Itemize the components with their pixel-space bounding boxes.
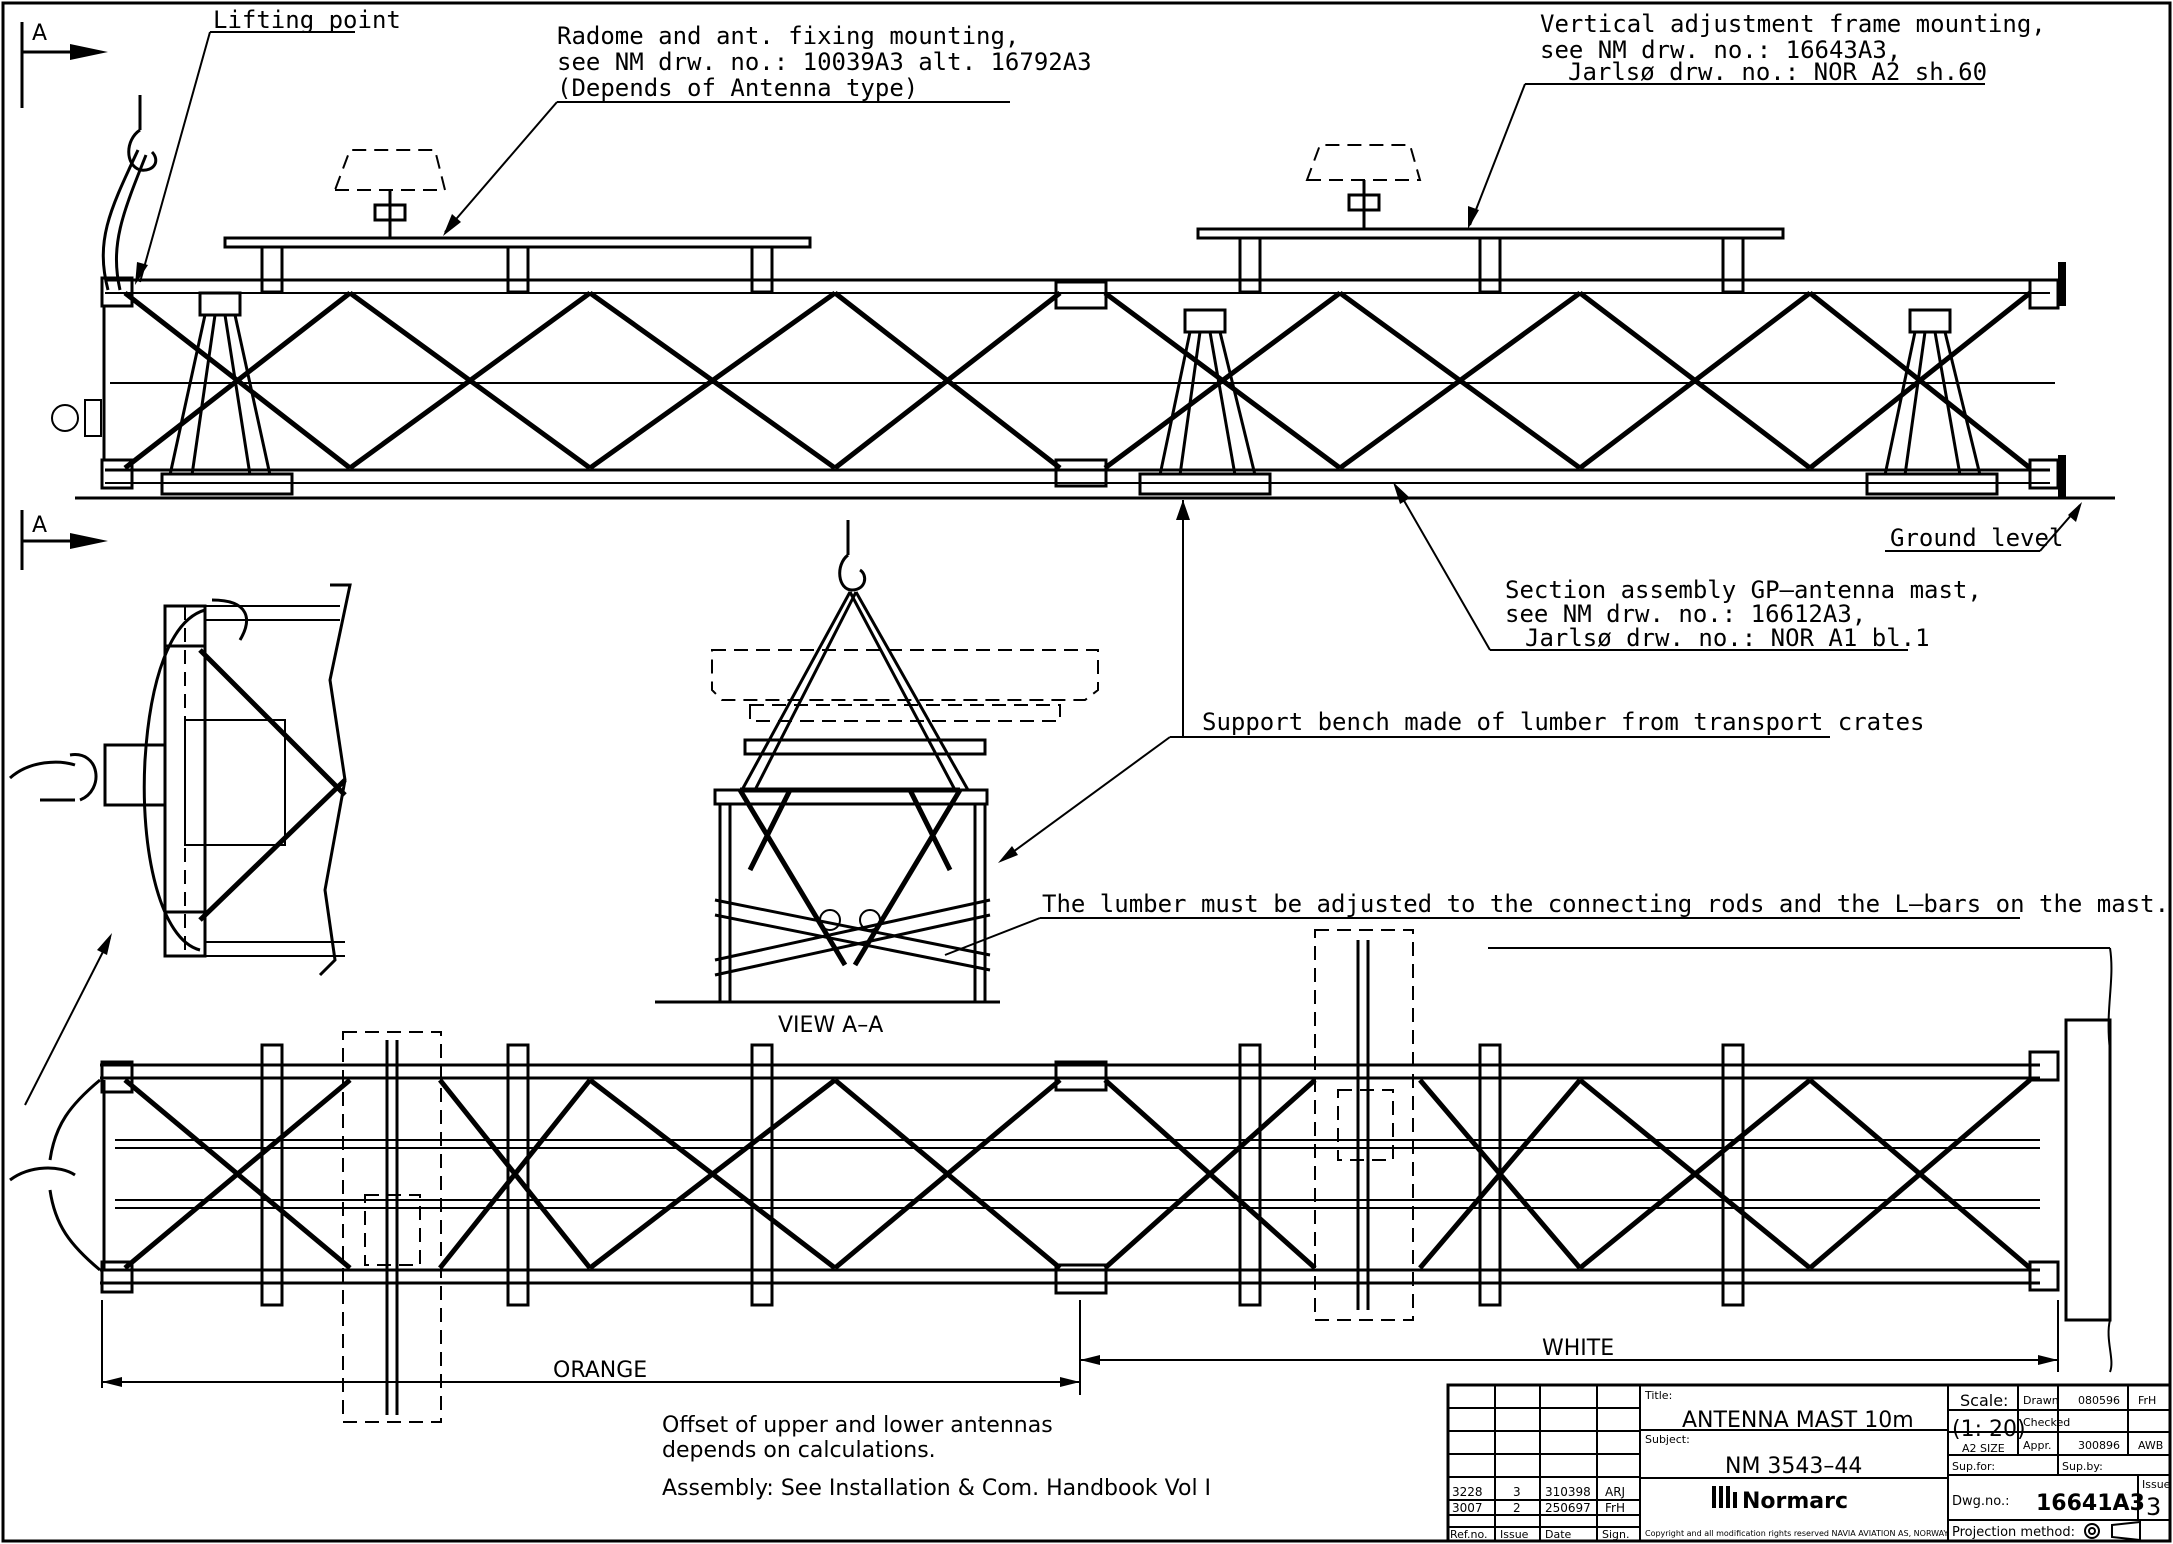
radome-note-2: see NM drw. no.: 10039A3 alt. 16792A3 — [557, 48, 1092, 76]
drawing-title: ANTENNA MAST 10m — [1682, 1408, 1914, 1433]
rev-ref-2: 3007 — [1452, 1501, 1483, 1515]
dim-white-label: WHITE — [1542, 1336, 1614, 1361]
view-aa-label: VIEW A–A — [778, 1013, 883, 1038]
bottom-notes: Offset of upper and lower antennas depen… — [662, 1413, 1211, 1501]
assembly-note: Assembly: See Installation & Com. Handbo… — [662, 1476, 1211, 1501]
drawing-subject: NM 3543–44 — [1725, 1454, 1862, 1479]
view-marker-bottom: A — [20, 510, 108, 570]
radome-note-1: Radome and ant. fixing mounting, — [557, 22, 1019, 50]
vertical-note-3: Jarlsø drw. no.: NOR A2 sh.60 — [1568, 58, 1987, 86]
lifting-point-label: Lifting point — [213, 6, 401, 34]
normarc-logo: Normarc — [1712, 1486, 1848, 1514]
vertical-note-1: Vertical adjustment frame mounting, — [1540, 10, 2046, 38]
top-notes: Lifting point Radome and ant. fixing mou… — [135, 6, 2169, 956]
offset-note-2: depends on calculations. — [662, 1438, 936, 1463]
dimension-lines: ORANGE WHITE — [101, 1300, 2059, 1395]
projection-label: Projection method: — [1952, 1525, 2075, 1540]
plan-view — [9, 929, 2113, 1423]
section-note-2: see NM drw. no.: 16612A3, — [1505, 600, 1866, 628]
view-aa: VIEW A–A — [655, 520, 1099, 1038]
rev-sign-2: FrH — [1605, 1501, 1625, 1515]
vertical-note-2: see NM drw. no.: 16643A3, — [1540, 36, 1901, 64]
checked-label: Checked — [2023, 1416, 2070, 1429]
section-note-3: Jarlsø drw. no.: NOR A1 bl.1 — [1525, 624, 1930, 652]
dwg-label: Dwg.no.: — [1952, 1494, 2010, 1509]
rev-header-ref: Ref.no. — [1450, 1528, 1488, 1541]
dim-orange-label: ORANGE — [553, 1358, 647, 1383]
ground-level-label: Ground level — [1890, 524, 2063, 552]
drawn-by: FrH — [2138, 1394, 2156, 1407]
rev-issue-2: 2 — [1513, 1501, 1521, 1515]
appr-date: 300896 — [2078, 1439, 2120, 1452]
side-view — [51, 95, 2115, 500]
support-trestles — [160, 291, 1999, 496]
rev-header-date: Date — [1545, 1528, 1572, 1541]
subject-label: Subject: — [1645, 1433, 1690, 1446]
company-name: Normarc — [1742, 1489, 1848, 1514]
copyright-text: Copyright and all modification rights re… — [1645, 1529, 1948, 1538]
view-marker-top-label: A — [32, 21, 47, 46]
rev-date-2: 250697 — [1545, 1501, 1591, 1515]
view-marker-top: A — [20, 21, 108, 108]
sup-for-label: Sup.for: — [1952, 1460, 1995, 1473]
rev-sign-1: ARJ — [1605, 1485, 1625, 1499]
sup-by-label: Sup.by: — [2062, 1460, 2103, 1473]
issue-label: Issue — [2142, 1478, 2171, 1491]
projection-symbol — [2084, 1520, 2141, 1542]
crane-hook-side — [101, 95, 158, 291]
support-bench-label: Support bench made of lumber from transp… — [1202, 708, 1924, 736]
scale-label: Scale: — [1960, 1391, 2008, 1410]
rev-header-issue: Issue — [1500, 1528, 1529, 1541]
rev-header-sign: Sign. — [1602, 1528, 1630, 1541]
appr-by: AWB — [2138, 1439, 2163, 1452]
lumber-note: The lumber must be adjusted to the conne… — [1042, 890, 2169, 918]
view-marker-bottom-label: A — [32, 513, 47, 538]
rev-issue-1: 3 — [1513, 1485, 1521, 1499]
title-block: 3228 3 310398 ARJ 3007 2 250697 FrH Ref.… — [1446, 1383, 2172, 1543]
section-note-1: Section assembly GP–antenna mast, — [1505, 576, 1982, 604]
scale-value: (1: 20) — [1952, 1417, 2026, 1442]
drawn-label: Drawn — [2023, 1394, 2059, 1407]
rev-ref-1: 3228 — [1452, 1485, 1483, 1499]
rev-date-1: 310398 — [1545, 1485, 1591, 1499]
offset-note-1: Offset of upper and lower antennas — [662, 1413, 1053, 1438]
radome-note-3: (Depends of Antenna type) — [557, 74, 918, 102]
paper-size: A2 SIZE — [1962, 1442, 2005, 1455]
title-label: Title: — [1644, 1389, 1672, 1402]
appr-label: Appr. — [2023, 1439, 2052, 1452]
drawn-date: 080596 — [2078, 1394, 2120, 1407]
issue-value: 3 — [2146, 1493, 2161, 1521]
detail-end-view — [8, 583, 352, 1106]
dwg-number: 16641A3 — [2036, 1491, 2145, 1516]
